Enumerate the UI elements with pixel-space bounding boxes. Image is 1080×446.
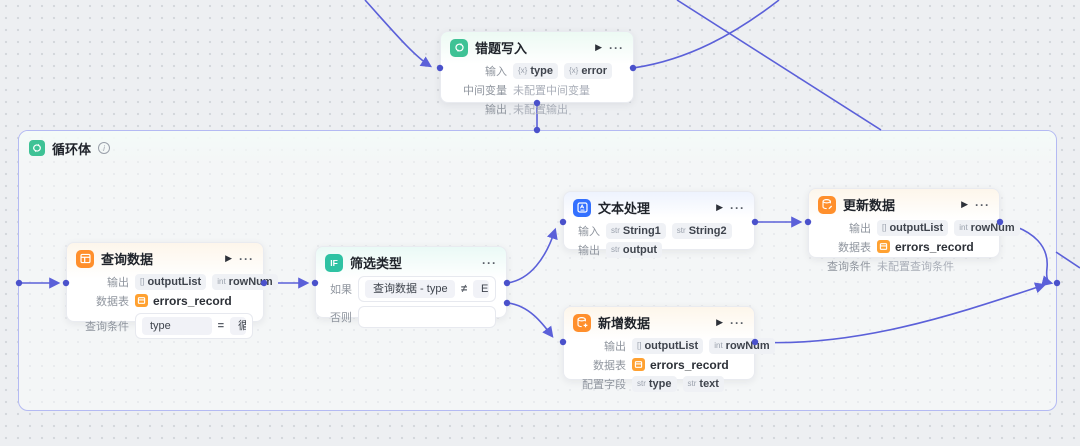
text-process-icon [573, 198, 591, 217]
more-menu-button[interactable]: ··· [975, 197, 990, 212]
more-menu-button[interactable]: ··· [482, 255, 497, 270]
data-table-ref[interactable]: errors_record [135, 294, 232, 308]
row-label: 数据表 [838, 241, 871, 254]
loop-icon [29, 140, 45, 156]
more-menu-button[interactable]: ··· [730, 200, 745, 215]
var-tag[interactable]: []outputList [877, 219, 949, 236]
var-tag[interactable]: []outputList [135, 273, 207, 290]
row-label: 输入 [485, 65, 507, 78]
row-label: 输出 [578, 244, 600, 257]
node-filter-type[interactable]: IF 筛选类型 ··· 如果 查询数据 - type ≠ Empty 否则 [315, 246, 507, 328]
loop-header: 循环体 i [19, 131, 1056, 165]
if-icon: IF [325, 253, 343, 272]
node-title: 查询数据 [101, 252, 154, 267]
edge-cross-right [1055, 251, 1080, 269]
run-button[interactable]: ▶ [595, 42, 602, 52]
condition-field[interactable]: 查询数据 - type [365, 279, 455, 298]
node-error-write[interactable]: 错题写入 ▶ ··· 输入 {x}type {x}error 中间变量 未配置中… [440, 31, 634, 116]
run-button[interactable]: ▶ [225, 253, 232, 263]
condition-value[interactable]: Empty [473, 279, 489, 298]
edge-error-write-out [632, 0, 780, 69]
edge-cross-top [676, 0, 882, 131]
more-menu-button[interactable]: ··· [239, 251, 254, 266]
node-title: 筛选类型 [350, 256, 403, 271]
edge-into-error-write [364, 0, 433, 68]
var-tag[interactable]: {x}type [513, 62, 558, 79]
run-button[interactable]: ▶ [716, 202, 723, 212]
row-label: 配置字段 [582, 378, 626, 391]
db-edit-icon [818, 195, 836, 214]
data-table-ref[interactable]: errors_record [877, 240, 974, 254]
unconfigured-text: 未配置中间变量 [513, 84, 590, 97]
run-button[interactable]: ▶ [961, 199, 968, 209]
row-label: 输入 [578, 225, 600, 238]
more-menu-button[interactable]: ··· [609, 40, 624, 55]
row-label: 数据表 [593, 359, 626, 372]
table-icon [76, 249, 94, 268]
row-label: 数据表 [96, 295, 129, 308]
table-mini-icon [135, 294, 148, 307]
condition-operator[interactable]: ≠ [460, 282, 467, 295]
node-title: 错题写入 [475, 41, 528, 56]
row-label: 否则 [330, 312, 352, 324]
node-title: 新增数据 [598, 316, 651, 331]
table-mini-icon [877, 240, 890, 253]
var-tag[interactable]: {x}error [563, 62, 612, 79]
row-label: 中间变量 [463, 84, 507, 97]
query-condition[interactable]: type = 循环 - type [135, 313, 253, 339]
row-label: 查询条件 [85, 321, 129, 333]
row-label: 输出 [849, 222, 871, 235]
more-menu-button[interactable]: ··· [730, 315, 745, 330]
else-branch-slot[interactable] [358, 306, 496, 328]
condition-field[interactable]: type [142, 317, 212, 335]
run-button[interactable]: ▶ [716, 317, 723, 327]
row-label: 输出 [604, 340, 626, 353]
row-label: 输出 [485, 103, 507, 116]
info-icon[interactable]: i [98, 142, 111, 154]
var-tag[interactable]: []outputList [632, 337, 704, 354]
row-label: 如果 [330, 283, 352, 296]
node-title: 文本处理 [598, 201, 651, 216]
node-title: 更新数据 [843, 198, 896, 213]
unconfigured-text: 未配置查询条件 [877, 260, 954, 273]
row-label: 查询条件 [827, 260, 871, 273]
loop-icon [450, 38, 468, 57]
table-mini-icon [632, 358, 645, 371]
condition-operator[interactable]: = [217, 320, 224, 332]
condition-value[interactable]: 循环 - type [230, 317, 246, 335]
db-add-icon [573, 313, 591, 332]
data-table-ref[interactable]: errors_record [632, 358, 729, 372]
unconfigured-text: 未配置输出 [513, 103, 568, 116]
if-condition[interactable]: 查询数据 - type ≠ Empty [358, 275, 496, 302]
row-label: 输出 [107, 276, 129, 289]
loop-title: 循环体 [52, 141, 92, 157]
